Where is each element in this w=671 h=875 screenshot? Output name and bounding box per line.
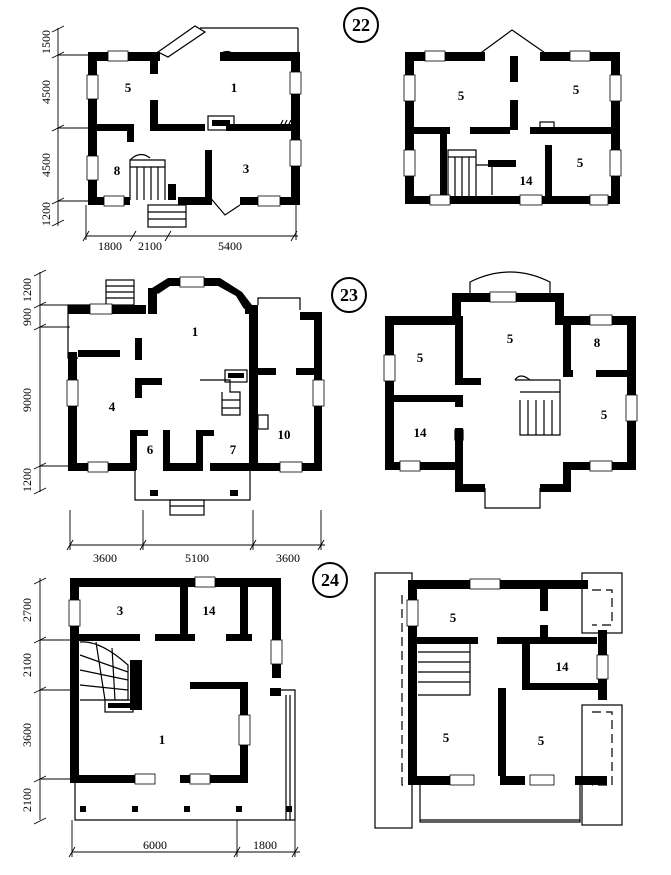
plan-23-ground-room-label: 1 [192, 324, 199, 339]
plan-22-dim-bottom-2: 2100 [138, 239, 162, 253]
plan-22-vertical-dimensions: 1500 4500 4500 1200 [39, 25, 96, 227]
plan-23-ground-floor: 1 4 6 7 10 [66, 276, 325, 516]
plan-24-ground-room-label: 14 [203, 603, 217, 618]
plan-23: 23 1200 900 9000 1200 3600 [20, 269, 638, 565]
plan-22-upper-room-label: 5 [577, 155, 584, 170]
plan-24-ground-floor: 3 14 1 [68, 576, 296, 821]
plan-24-dim-bottom-1: 6000 [143, 838, 167, 852]
plan-24-upper-room-label: 5 [538, 733, 545, 748]
plan-22-ground-room-label: 5 [125, 80, 132, 95]
plan-22-dim-bottom-3: 5400 [218, 239, 242, 253]
plan-24-upper-room-label: 5 [443, 730, 450, 745]
plan-22-upper-floor: 5 5 5 14 [403, 29, 622, 206]
plan-23-dim-left-2: 900 [20, 308, 34, 326]
plan-23-dim-bottom-3: 3600 [276, 551, 300, 565]
plan-22-ground-room-label: 1 [231, 80, 238, 95]
plan-22-upper-room-label: 14 [520, 173, 534, 188]
plan-23-upper-floor: 5 5 8 14 5 [383, 271, 638, 509]
plan-22-upper-room-label: 5 [573, 82, 580, 97]
plan-23-upper-room-label: 8 [594, 335, 601, 350]
plan-23-ground-room-label: 7 [230, 442, 237, 457]
plan-24-dim-left-4: 2100 [20, 788, 34, 812]
plan-24-vertical-dimensions: 2700 2100 3600 2100 [20, 577, 70, 825]
plan-23-upper-room-label: 14 [414, 425, 428, 440]
plan-number-badge-23 [331, 277, 367, 313]
plan-23-upper-room-label: 5 [507, 331, 514, 346]
plan-22: 22 1500 4500 4500 1200 1800 [39, 7, 622, 253]
plan-23-upper-room-label: 5 [601, 407, 608, 422]
plan-number-22: 22 [352, 15, 370, 35]
plan-23-vertical-dimensions: 1200 900 9000 1200 [20, 269, 70, 495]
plan-22-horizontal-dimensions: 1800 2100 5400 [82, 205, 298, 253]
plan-23-ground-room-label: 6 [147, 442, 154, 457]
plan-23-dim-left-4: 1200 [20, 468, 34, 492]
plan-24-dim-left-1: 2700 [20, 598, 34, 622]
plan-22-dim-left-3: 4500 [39, 153, 53, 177]
plan-23-upper-room-label: 5 [417, 350, 424, 365]
plan-24-dim-bottom-2: 1800 [253, 838, 277, 852]
plan-number-badge-22 [343, 7, 379, 43]
plan-24-dim-left-3: 3600 [20, 723, 34, 747]
plan-24-horizontal-dimensions: 6000 1800 [68, 820, 300, 858]
plan-22-upper-room-label: 5 [458, 88, 465, 103]
plan-number-badge-24 [312, 562, 348, 598]
plan-24-upper-room-label: 5 [450, 610, 457, 625]
plan-number-24: 24 [321, 570, 339, 590]
plan-24-ground-room-label: 1 [159, 732, 166, 747]
plan-22-ground-room-label: 8 [114, 163, 121, 178]
plan-23-dim-bottom-2: 5100 [185, 551, 209, 565]
plan-24-upper-floor: 5 14 5 5 [374, 572, 623, 829]
plan-22-dim-left-4: 1200 [39, 202, 53, 226]
plan-23-horizontal-dimensions: 3600 5100 3600 [66, 510, 325, 565]
plan-23-dim-bottom-1: 3600 [93, 551, 117, 565]
plan-23-dim-left-3: 9000 [20, 388, 34, 412]
plan-number-23: 23 [340, 285, 358, 305]
plan-24: 24 2700 2100 3600 2100 6000 1800 [20, 562, 623, 858]
plan-23-ground-room-label: 10 [278, 427, 291, 442]
plan-22-ground-room-label: 3 [243, 161, 250, 176]
plan-22-ground-floor: 5 1 8 3 [86, 25, 302, 228]
plan-23-dim-left-1: 1200 [20, 278, 34, 302]
plan-24-ground-room-label: 3 [117, 603, 124, 618]
plan-24-dim-left-2: 2100 [20, 653, 34, 677]
plan-23-ground-room-label: 4 [109, 399, 116, 414]
plan-22-dim-left-2: 4500 [39, 80, 53, 104]
plan-22-dim-left-1: 1500 [39, 30, 53, 54]
plan-22-dim-bottom-1: 1800 [98, 239, 122, 253]
plan-24-upper-room-label: 14 [556, 659, 570, 674]
